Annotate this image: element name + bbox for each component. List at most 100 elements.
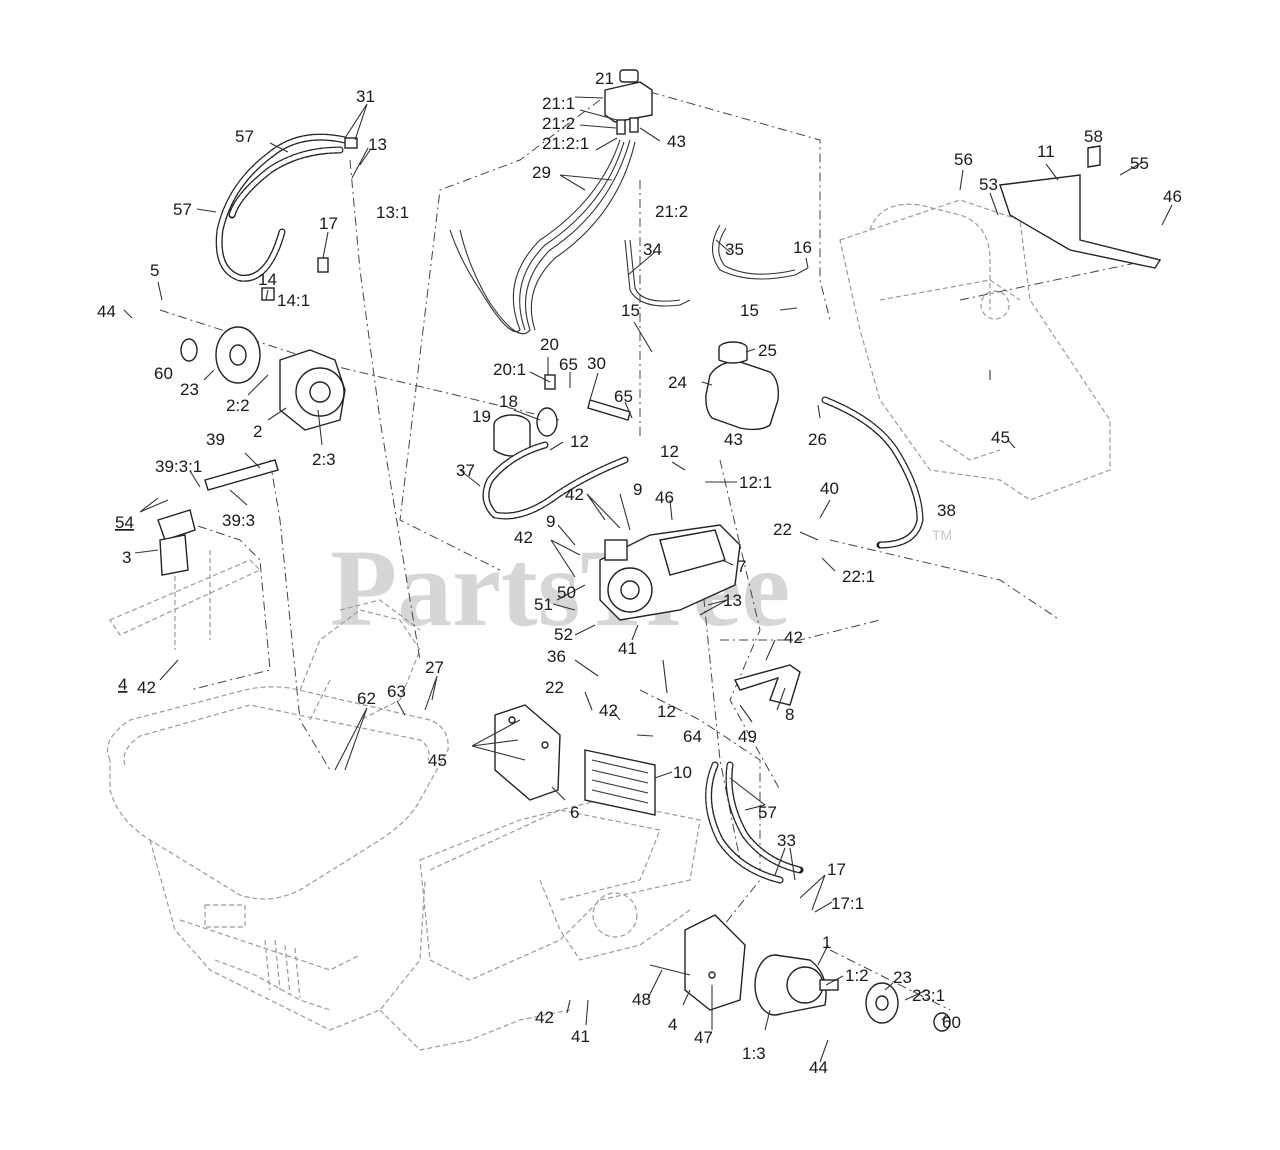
hub-23	[865, 982, 951, 1032]
alignment-lines	[159, 91, 1151, 1011]
callout-label: 57	[758, 803, 777, 822]
right-hose-assembly-57	[705, 761, 804, 884]
callout-label: 4	[118, 675, 127, 694]
callout-label: 24	[668, 373, 687, 392]
callout-label: 39	[206, 430, 225, 449]
callout-label: 13:1	[376, 203, 409, 222]
callout-label: 17	[319, 214, 338, 233]
callout-label: 63	[387, 682, 406, 701]
callout-label: 15	[740, 301, 759, 320]
callout-label: 42	[514, 528, 533, 547]
callout-label: 43	[667, 132, 686, 151]
tank-24	[705, 341, 780, 431]
leader-lines	[123, 96, 1173, 1063]
callout-label: 50	[557, 583, 576, 602]
callout-label: 9	[546, 512, 555, 531]
callout-label: 33	[777, 831, 796, 850]
hose-38	[821, 396, 924, 549]
callout-label: 6	[570, 803, 579, 822]
left-wheel-motor-2	[180, 326, 346, 431]
callout-label: 29	[532, 163, 551, 182]
callout-labels: 1 1:2 1:3 2 2:2 2:3 3 4 4 42 5 6 7 8 9 9…	[97, 69, 1182, 1077]
callout-label: 57	[235, 127, 254, 146]
callout-label: 21:1	[542, 94, 575, 113]
tube-30	[587, 399, 631, 421]
callout-label: 14	[258, 270, 277, 289]
callout-label: 21	[595, 69, 614, 88]
right-wheel-motor-1	[754, 954, 839, 1016]
callout-label: 20:1	[493, 360, 526, 379]
callout-label: 37	[456, 461, 475, 480]
callout-label: 12:1	[739, 473, 772, 492]
callout-label: 16	[793, 238, 812, 257]
callout-label: 12	[570, 432, 589, 451]
callout-label: 58	[1084, 127, 1103, 146]
callout-label: 12	[657, 702, 676, 721]
oil-cooler-10	[584, 749, 656, 816]
callout-label: 1	[822, 933, 831, 952]
hose-37	[482, 441, 629, 520]
callout-label: 1:2	[845, 966, 869, 985]
callout-label: 34	[643, 240, 662, 259]
callout-label: 22	[545, 678, 564, 697]
watermark-trademark: TM	[932, 527, 952, 543]
callout-label: 12	[660, 442, 679, 461]
callout-label: 39:3	[222, 511, 255, 530]
pump-motor-3	[157, 459, 279, 576]
callout-label: 26	[808, 430, 827, 449]
callout-label: 21:2	[542, 114, 575, 133]
callout-label: 14:1	[277, 291, 310, 310]
callout-label: 23	[893, 968, 912, 987]
callout-label: 40	[820, 479, 839, 498]
callout-label: 65	[614, 387, 633, 406]
callout-label: 27	[425, 658, 444, 677]
callout-label: 64	[683, 727, 702, 746]
callout-label: 42	[565, 485, 584, 504]
callout-label: 57	[173, 200, 192, 219]
callout-label: 43	[724, 430, 743, 449]
plate-6	[494, 704, 561, 801]
callout-label: 13	[368, 135, 387, 154]
callout-label: 54	[115, 513, 134, 532]
callout-label: 41	[618, 639, 637, 658]
callout-label: 65	[559, 355, 578, 374]
callout-label: 8	[785, 705, 794, 724]
hose-34-35	[624, 224, 809, 307]
callout-label: 20	[540, 335, 559, 354]
callout-label: 36	[547, 647, 566, 666]
callout-label: 5	[150, 261, 159, 280]
callout-label: 2:3	[312, 450, 336, 469]
callout-label: 30	[587, 354, 606, 373]
reservoir-21	[604, 69, 653, 135]
callout-label: 31	[356, 87, 375, 106]
callout-label: 53	[979, 175, 998, 194]
callout-label: 60	[154, 364, 173, 383]
callout-label: 45	[428, 751, 447, 770]
callout-label: 9	[633, 480, 642, 499]
callout-label: 18	[499, 392, 518, 411]
callout-label: 56	[954, 150, 973, 169]
callout-label: 47	[694, 1028, 713, 1047]
callout-label: 41	[571, 1027, 590, 1046]
callout-label: 46	[655, 488, 674, 507]
callout-label: 23	[180, 380, 199, 399]
callout-label: 39:3:1	[155, 457, 202, 476]
mount-bracket-4	[649, 914, 746, 1011]
callout-label: 22:1	[842, 567, 875, 586]
callout-label: 60	[942, 1013, 961, 1032]
callout-label: 17:1	[831, 894, 864, 913]
hopper-ghost	[106, 686, 449, 1031]
callout-label: 21:2	[655, 202, 688, 221]
callout-label: 15	[621, 301, 640, 320]
callout-label: 3	[122, 548, 131, 567]
callout-label: 42	[784, 628, 803, 647]
callout-label: 42	[137, 678, 156, 697]
frame-ghost	[109, 550, 701, 1051]
callout-label: 22	[773, 520, 792, 539]
callout-label: 38	[937, 501, 956, 520]
callout-label: 2:2	[226, 396, 250, 415]
long-hoses-29	[449, 139, 636, 335]
callout-label: 23:1	[912, 986, 945, 1005]
callout-label: 46	[1163, 187, 1182, 206]
